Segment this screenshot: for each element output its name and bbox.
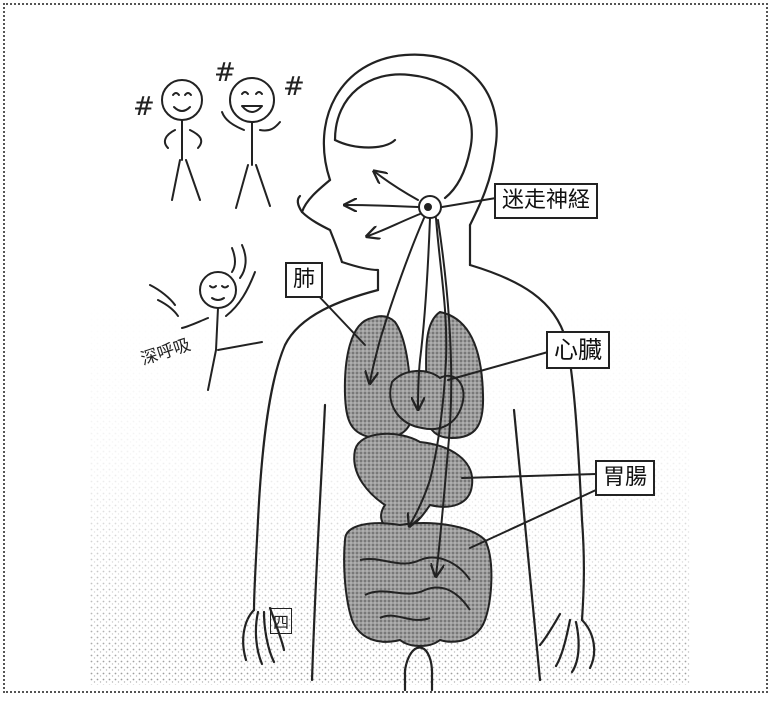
label-vagus-nerve: 迷走神経 xyxy=(494,183,598,219)
label-lungs: 肺 xyxy=(285,262,323,298)
stamp-mark: 四 xyxy=(270,608,292,634)
intestines-organ xyxy=(344,523,491,646)
label-heart: 心臓 xyxy=(546,331,610,369)
hash-mark-3: # xyxy=(283,72,305,102)
hash-mark-2: # xyxy=(214,58,236,88)
hash-mark-1: # xyxy=(133,92,155,122)
label-stomach-intestines: 胃腸 xyxy=(595,460,655,496)
